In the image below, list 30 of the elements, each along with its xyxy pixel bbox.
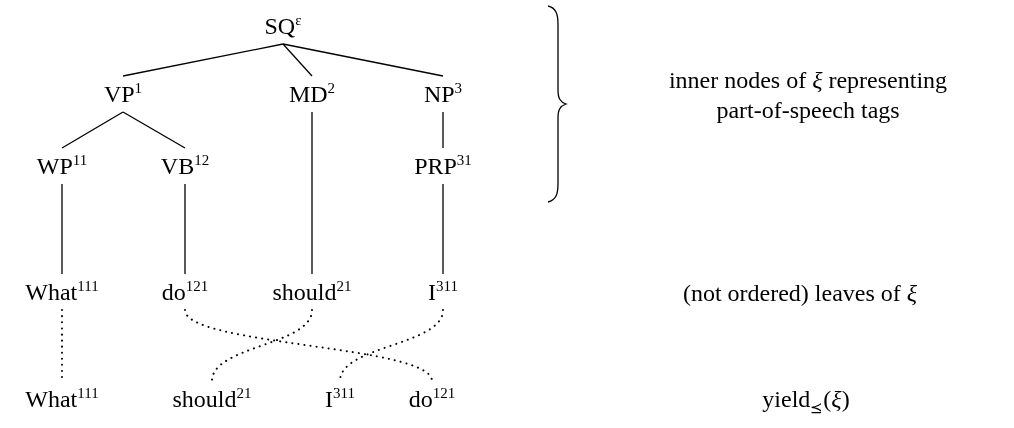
tree-node-label: VB$^{12}$ [160, 152, 210, 180]
tree-node-label: What$^{111}$ [25, 385, 99, 413]
tree-edge [184, 183, 186, 275]
tree-edge [61, 183, 63, 275]
tree-edge [282, 43, 313, 77]
annotation-text: (not ordered) leaves of ξ [682, 279, 918, 308]
annotation-text: yield$_{⪯}$(ξ) [762, 385, 850, 414]
tree-node-label: SQ$^{ε}$ [264, 12, 302, 40]
tree-node-label: should$^{21}$ [272, 278, 352, 306]
tree-edge [442, 111, 444, 149]
tree-node-label: should$^{21}$ [172, 385, 252, 413]
tree-node-label: I$^{311}$ [325, 385, 355, 413]
dotted-line [184, 309, 433, 382]
tree-node-label: What$^{111}$ [25, 278, 99, 306]
tree-node-label: VP$^{1}$ [103, 80, 143, 108]
tree-node-label: PRP$^{31}$ [414, 152, 472, 180]
dotted-line [211, 309, 313, 382]
tree-edge [311, 111, 313, 275]
tree-node-label: MD$^{2}$ [288, 80, 336, 108]
annotation-text: inner nodes of ξ representing part-of-speech tags [667, 66, 949, 125]
tree-edge [282, 43, 444, 77]
tree-node-label: NP$^{3}$ [423, 80, 463, 108]
tree-node-label: do$^{121}$ [408, 385, 456, 413]
tree-node-label: do$^{121}$ [161, 278, 209, 306]
tree-node-label: I$^{311}$ [428, 278, 458, 306]
tree-node-label: WP$^{11}$ [36, 152, 88, 180]
tree-edge [122, 111, 186, 149]
tree-edge [442, 183, 444, 275]
tree-edge [61, 111, 124, 149]
tree-edge [122, 43, 284, 77]
